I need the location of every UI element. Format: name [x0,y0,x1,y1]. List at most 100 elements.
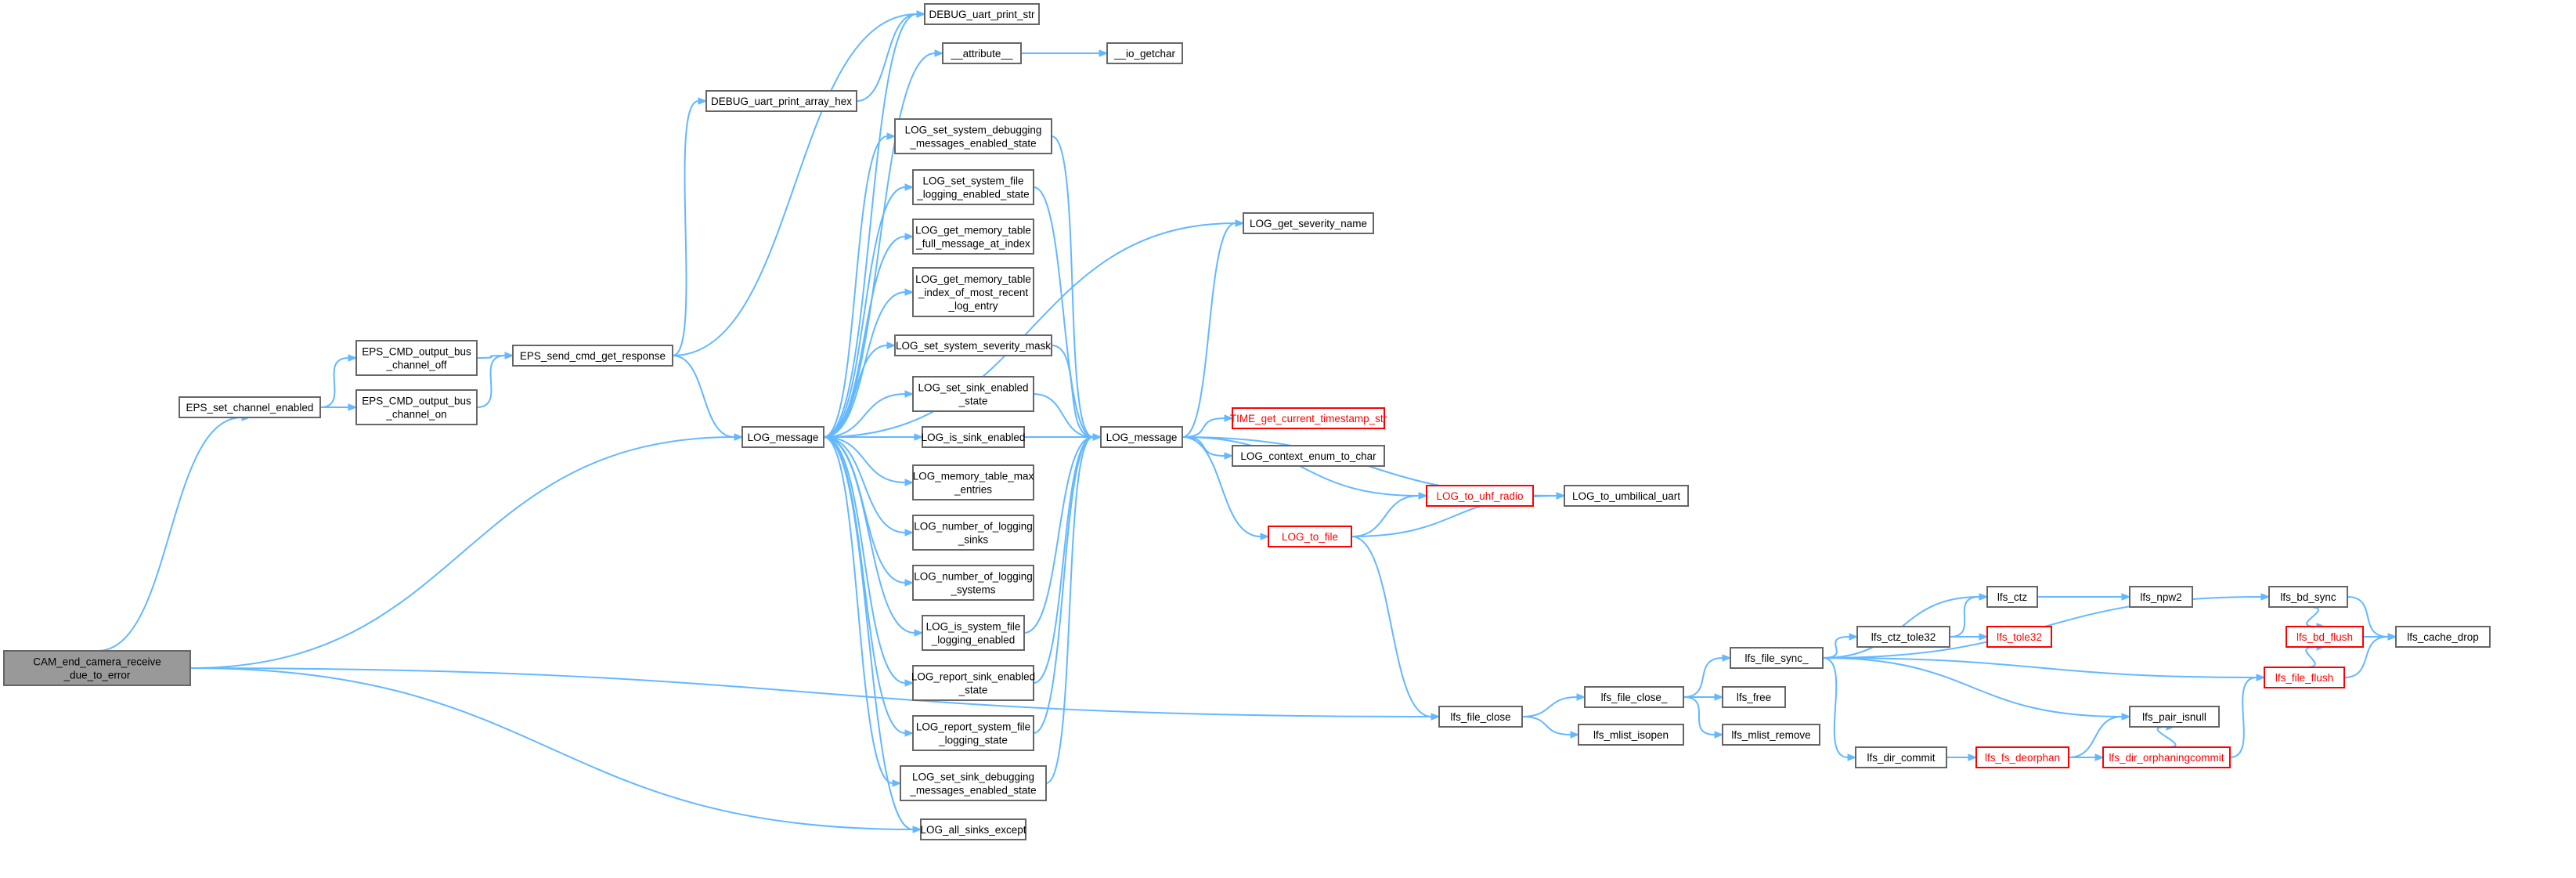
edge-lfs-bd-flush-to-lfs-cache-drop [2363,633,2397,641]
node-label: lfs_free [1737,692,1771,703]
node-label: LOG_report_system_file [916,721,1030,733]
node-lfs-ctz-tole32[interactable]: lfs_ctz_tole32 [1856,626,1950,648]
node-lfs-free[interactable]: lfs_free [1722,686,1786,708]
edge-log-message-to-log-report-sink-enabled-state [823,436,915,687]
node-log-to-file[interactable]: LOG_to_file [1268,526,1352,547]
node-label: _channel_off [385,360,446,371]
node-label: _logging_state [938,735,1008,746]
node-label: lfs_file_close [1450,711,1510,723]
node-attribute[interactable]: __attribute__ [942,42,1022,64]
node-log-memory-table-max-entries[interactable]: LOG_memory_table_max_entries [912,464,1034,500]
node-log-set-system-severity-mask[interactable]: LOG_set_system_severity_mask [894,334,1052,356]
node-log-get-memory-table-full-message-at-index[interactable]: LOG_get_memory_table_full_message_at_ind… [912,219,1034,255]
node-lfs-cache-drop[interactable]: lfs_cache_drop [2395,626,2491,648]
node-log-report-sink-enabled-state[interactable]: LOG_report_sink_enabled_state [911,665,1035,701]
edge-lfs-file-sync-to-lfs-file-flush [1822,657,2266,681]
edge-lfs-file-close-to-lfs-mlist-remove [1683,696,1724,739]
node-label: _state [958,396,988,407]
node-label: EPS_CMD_output_bus [362,396,471,407]
node-log-set-system-file-logging-enabled-state[interactable]: LOG_set_system_file_logging_enabled_stat… [912,169,1034,205]
node-label: lfs_tole32 [1997,631,2042,643]
edge-log-message-to-log-set-system-severity-mask [823,341,897,438]
node-log-get-severity-name[interactable]: LOG_get_severity_name [1243,212,1374,234]
edge-lfs-ctz-tole32-to-lfs-tole32 [1950,633,1989,641]
edge-lfs-file-close-to-lfs-file-sync [1683,654,1732,698]
node-label: lfs_pair_isnull [2142,711,2206,723]
node-lfs-dir-orphaningcommit[interactable]: lfs_dir_orphaningcommit [2102,746,2231,768]
node-lfs-dir-commit[interactable]: lfs_dir_commit [1855,746,1947,768]
node-log-all-sinks-except[interactable]: LOG_all_sinks_except [920,818,1026,840]
node-label: LOG_to_uhf_radio [1436,490,1523,502]
node-log-is-system-file-logging-enabled[interactable]: LOG_is_system_file_logging_enabled [922,615,1025,651]
node-log-to-uhf-radio[interactable]: LOG_to_uhf_radio [1426,485,1534,507]
edge-log-to-file-to-lfs-file-close [1351,536,1441,721]
node-cam-end-camera-receive-due-to-error[interactable]: CAM_end_camera_receive_due_to_error [3,650,191,686]
node-label: _sinks [958,534,989,546]
edge-log-to-file-to-log-to-uhf-radio [1351,492,1428,537]
node-lfs-file-sync[interactable]: lfs_file_sync_ [1730,647,1824,669]
node-lfs-file-flush[interactable]: lfs_file_flush [2264,667,2345,688]
node-eps-cmd-output-bus-channel-on[interactable]: EPS_CMD_output_bus_channel_on [355,389,478,425]
node-label: _logging_enabled [931,634,1016,646]
node-eps-set-channel-enabled[interactable]: EPS_set_channel_enabled [179,396,321,418]
node-label: LOG_set_system_debugging [905,125,1042,136]
node-label: EPS_CMD_output_bus [362,346,471,358]
edge-log-message-to-log-all-sinks-except [823,436,922,833]
node-lfs-npw2[interactable]: lfs_npw2 [2129,586,2193,608]
node-label: _systems [950,584,995,596]
node-lfs-pair-isnull[interactable]: lfs_pair_isnull [2129,706,2220,728]
node-time-get-current-timestamp-str[interactable]: TIME_get_current_timestamp_str [1230,407,1387,429]
node-label: lfs_fs_deorphan [1985,752,2060,764]
node-io-getchar[interactable]: __io_getchar [1106,42,1183,64]
node-log-set-system-debugging-messages-enabled-state[interactable]: LOG_set_system_debugging _messages_enable… [894,118,1052,154]
node-lfs-mlist-isopen[interactable]: lfs_mlist_isopen [1578,724,1684,746]
node-label: lfs_mlist_remove [1731,729,1810,741]
edge-log-message-to-log-memory-table-max-entries [823,436,915,486]
node-log-set-sink-enabled-state[interactable]: LOG_set_sink_enabled_state [912,376,1034,412]
edge-log-message-to-time-get-current-timestamp-str [1182,414,1234,438]
node-debug-uart-print-str[interactable]: DEBUG_uart_print_str [924,3,1040,25]
edge-lfs-file-close-to-lfs-free [1683,693,1724,701]
edge-log-message-to-log-get-memory-table-index-of-most-recent-log-entry [823,288,915,438]
node-lfs-mlist-remove[interactable]: lfs_mlist_remove [1722,724,1820,746]
edge-log-message-to-log-get-memory-table-full-message-at-index [823,233,915,438]
node-eps-cmd-output-bus-channel-off[interactable]: EPS_CMD_output_bus _channel_off [355,340,478,376]
node-log-is-sink-enabled[interactable]: LOG_is_sink_enabled [922,426,1026,448]
node-label: LOG_all_sinks_except [920,824,1026,836]
node-log-number-of-logging-systems[interactable]: LOG_number_of_logging_systems [912,565,1034,601]
call-graph-nodes: CAM_end_camera_receive_due_to_error EPS_s… [3,3,2491,840]
node-debug-uart-print-array-hex[interactable]: DEBUG_uart_print_array_hex [705,90,857,112]
edge-lfs-fs-deorphan-to-lfs-dir-orphaningcommit [2069,753,2105,761]
node-label: LOG_is_system_file [926,621,1021,633]
node-lfs-fs-deorphan[interactable]: lfs_fs_deorphan [1975,746,2069,768]
node-label: __io_getchar [1113,48,1176,60]
node-lfs-bd-flush[interactable]: lfs_bd_flush [2286,626,2364,648]
node-log-set-sink-debugging-messages-enabled-state[interactable]: LOG_set_sink_debugging_messages_enabled_… [900,765,1047,801]
node-lfs-file-close[interactable]: lfs_file_close_ [1584,686,1684,708]
edge-log-message-to-debug-uart-print-str [823,10,926,438]
node-log-message[interactable]: LOG_message [741,426,824,448]
node-log-report-system-file-logging-state[interactable]: LOG_report_system_file _logging_state [912,715,1034,751]
node-eps-send-cmd-get-response[interactable]: EPS_send_cmd_get_response [512,345,673,367]
node-label: lfs_file_close_ [1601,692,1668,703]
node-label: lfs_ctz_tole32 [1871,631,1936,643]
node-lfs-file-close[interactable]: lfs_file_close [1438,706,1523,728]
node-label: lfs_mlist_isopen [1593,729,1669,741]
node-log-message[interactable]: LOG_message [1100,426,1183,448]
node-label: LOG_message [1106,432,1178,443]
node-label: LOG_number_of_logging [914,521,1033,533]
node-log-number-of-logging-sinks[interactable]: LOG_number_of_logging_sinks [912,515,1034,551]
edge-lfs-fs-deorphan-to-lfs-pair-isnull [2068,713,2131,758]
edge-eps-cmd-output-bus-channel-on-to-eps-send-cmd-get-response [476,352,514,408]
edge-lfs-file-sync-to-lfs-pair-isnull [1822,657,2131,721]
node-log-to-umbilical-uart[interactable]: LOG_to_umbilical_uart [1564,485,1689,507]
node-lfs-bd-sync[interactable]: lfs_bd_sync [2268,586,2348,608]
node-log-get-memory-table-index-of-most-recent-log-entry[interactable]: LOG_get_memory_table_index_of_most_recen… [912,267,1034,317]
node-log-context-enum-to-char[interactable]: LOG_context_enum_to_char [1232,445,1385,467]
node-lfs-tole32[interactable]: lfs_tole32 [1986,626,2052,648]
edge-attribute-to-io-getchar [1021,49,1109,57]
node-label: _index_of_most_recent [918,287,1029,298]
edge-cam-end-camera-receive-due-to-error-to-lfs-file-close [189,667,1441,721]
node-lfs-ctz[interactable]: lfs_ctz [1986,586,2038,608]
node-label: _messages_enabled_state [909,138,1036,150]
